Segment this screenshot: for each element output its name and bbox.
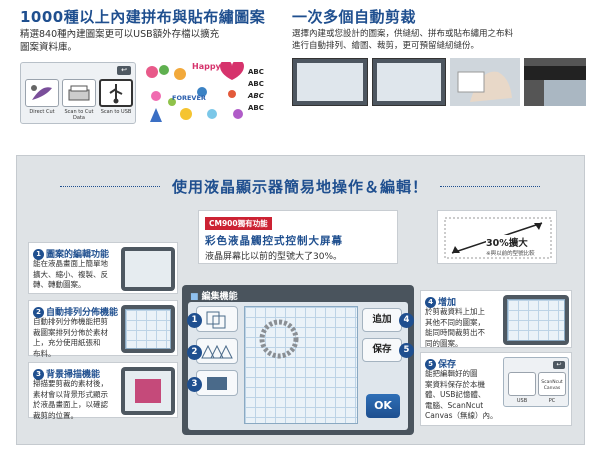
direct-cut-label: Direct Cut: [29, 109, 55, 115]
scan-layer-icon: [207, 377, 227, 390]
feature-scan-body: 掃描要剪裁的素材後，素材會以背景形式顯示於液晶畫面上，以確認裁剪的位置。: [33, 379, 108, 420]
feature-layout-body: 自動排列分佈機能把剪裁圖案排列分佈於素材上，充分使用紙張和布料。: [33, 317, 108, 358]
save-pc-label: PC: [548, 398, 556, 404]
size-value: 30%擴大: [486, 235, 528, 249]
abc-sample-3: ABC: [248, 92, 264, 100]
save-to-machine-button[interactable]: [508, 372, 536, 396]
cutting-mat-grid[interactable]: [244, 306, 358, 424]
scan-to-cut-label: Scan to Cut Data: [64, 109, 94, 121]
direct-cut-button[interactable]: [25, 79, 59, 107]
cutting-machine-icon: [524, 66, 586, 106]
triangles-icon: [201, 344, 233, 359]
section-desc-autocut-2: 進行自動排列、繪圖、裁剪，更可預留縫紉縫份。: [292, 41, 480, 51]
edit-function-label: ■ 編集機能: [190, 292, 238, 302]
hand-icon: [457, 71, 512, 102]
usb-icon: [109, 84, 123, 104]
edit-tool-button[interactable]: [196, 306, 238, 332]
save-to-canvas-button[interactable]: ScanNcut Canvas: [538, 372, 566, 396]
autocut-step-3-image: [450, 58, 520, 106]
center-title: 彩色液晶觸控式控制大屏幕: [205, 235, 343, 247]
save-button[interactable]: 保存: [362, 338, 402, 362]
feature-add-body: 於剪裁資料上加上其他不同的圖案，能同時間裁剪出不同的圖案。: [425, 307, 485, 348]
mode-select-screen: ↩ Direct Cut Scan to Cut Data Scan to US…: [20, 62, 136, 124]
abc-sample-2: ABC: [248, 80, 264, 88]
scanner-icon: [68, 85, 90, 101]
section-title-patterns: 1000種以上內建拼布與貼布繡圖案: [20, 8, 266, 26]
scissors-icon: [31, 85, 52, 100]
autocut-step-1-image: [292, 58, 368, 106]
edit-preview-screen: [121, 247, 175, 291]
back-icon[interactable]: ↩: [117, 66, 131, 75]
layout-tool-button[interactable]: [196, 338, 238, 364]
layout-preview-screen: [121, 305, 175, 353]
section-desc-autocut-1: 選擇內建或您設計的圖案，供縫紉、拼布或貼布繡用之布料: [292, 29, 514, 39]
ok-button[interactable]: OK: [366, 394, 400, 418]
section-title-autocut: 一次多個自動剪裁: [292, 8, 417, 26]
section-desc-patterns-2: 圖案資料庫。: [20, 42, 78, 53]
callout-number-3: 3: [187, 377, 202, 392]
panel-headline: 使用液晶顯示器簡易地操作＆編輯！: [171, 178, 428, 196]
pattern-samples-icon: [146, 60, 244, 122]
save-back-icon[interactable]: ↩: [553, 361, 565, 369]
autocut-step-2-image: [372, 58, 446, 106]
callout-number-2: 2: [187, 345, 202, 360]
pattern-collage: Happy FOREVER ABC ABC ABC ABC: [142, 60, 270, 124]
feature-edit-body: 能在液晶畫面上簡單地擴大、縮小、複製、反轉、轉動圖案。: [33, 259, 108, 289]
section-desc-patterns-1: 精選840種內建圖案更可以USB額外存檔以擴充: [20, 29, 220, 40]
size-note: ※與以前的型號比較: [486, 249, 535, 257]
size-comparison-card: 30%擴大 ※與以前的型號比較: [437, 210, 557, 264]
save-preview-screen: ↩ ScanNcut Canvas USB PC: [503, 357, 569, 407]
word-happy: Happy: [192, 62, 221, 71]
abc-sample-4: ABC: [248, 104, 264, 112]
wreath-pattern-icon: [259, 319, 299, 359]
callout-number-4: 4: [399, 313, 414, 328]
edit-squares-icon: [206, 311, 226, 329]
headline-rule-right: [440, 186, 540, 187]
center-info-card: CM900獨有功能 彩色液晶觸控式控制大屏幕 液晶屏幕比以前的型號大了30%。: [198, 210, 398, 264]
callout-number-5: 5: [399, 343, 414, 358]
background-scan-button[interactable]: [196, 370, 238, 396]
add-preview-screen: [503, 295, 569, 345]
center-desc: 液晶屏幕比以前的型號大了30%。: [205, 252, 343, 262]
abc-sample-1: ABC: [248, 68, 264, 76]
word-forever: FOREVER: [172, 94, 206, 102]
cm900-badge: CM900獨有功能: [205, 217, 272, 230]
add-button[interactable]: 追加: [362, 308, 402, 332]
save-usb-label: USB: [516, 398, 528, 404]
scan-to-usb-button[interactable]: [99, 79, 133, 107]
headline-rule-left: [60, 186, 160, 187]
scan-to-cut-button[interactable]: [62, 79, 96, 107]
autocut-machine-image: [524, 58, 586, 106]
callout-number-1: 1: [187, 313, 202, 328]
scan-preview-screen: [121, 367, 175, 415]
scan-to-usb-label: Scan to USB: [100, 109, 132, 115]
